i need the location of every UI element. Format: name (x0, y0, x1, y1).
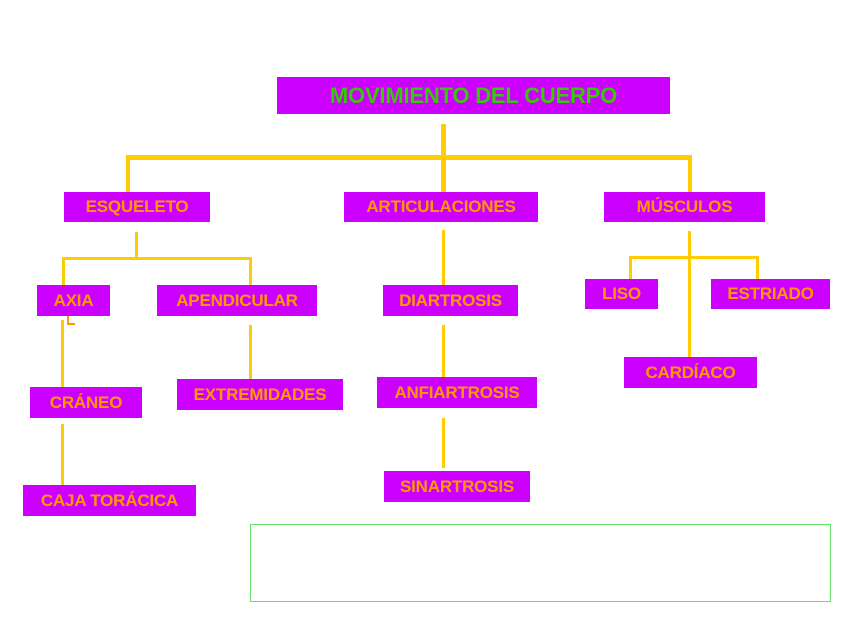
connector-to-musculos (688, 155, 692, 193)
node-esqueleto: ESQUELETO (64, 192, 210, 222)
node-movimiento-del-cuerpo: MOVIMIENTO DEL CUERPO (277, 77, 670, 114)
node-diartrosis: DIARTROSIS (383, 285, 518, 316)
node-anfiartrosis: ANFIARTROSIS (377, 377, 537, 408)
node-articulaciones: ARTICULACIONES (344, 192, 538, 222)
connector-to-apendicular (249, 257, 252, 285)
node-caja-toracica: CAJA TORÁCICA (23, 485, 196, 516)
connector-diartrosis-anfiartrosis (442, 325, 445, 377)
connector-to-estriado (756, 256, 759, 280)
connector-level1-bar (126, 155, 692, 160)
connector-axia-craneo (61, 320, 64, 387)
connector-to-esqueleto (126, 155, 130, 193)
node-axia: AXIA (37, 285, 110, 316)
node-craneo: CRÁNEO (30, 387, 142, 418)
connector-apendicular-extremidades (249, 325, 252, 380)
corner-mark (67, 316, 75, 325)
node-cardiaco: CARDÍACO (624, 357, 757, 388)
node-liso: LISO (585, 279, 658, 309)
connector-musculos-cardiaco (688, 231, 691, 358)
connector-articulaciones-diartrosis (442, 230, 445, 285)
connector-esqueleto-down (135, 232, 138, 258)
node-estriado: ESTRIADO (711, 279, 830, 309)
node-extremidades: EXTREMIDADES (177, 379, 343, 410)
connector-to-axia (62, 257, 65, 285)
node-apendicular: APENDICULAR (157, 285, 317, 316)
node-musculos: MÚSCULOS (604, 192, 765, 222)
empty-text-box[interactable] (250, 524, 831, 602)
connector-esqueleto-bar (62, 257, 252, 260)
connector-anfiartrosis-sinartrosis (442, 418, 445, 468)
connector-to-liso (629, 256, 632, 280)
node-sinartrosis: SINARTROSIS (384, 471, 530, 502)
connector-musculos-bar (629, 256, 759, 259)
connector-craneo-caja (61, 424, 64, 486)
